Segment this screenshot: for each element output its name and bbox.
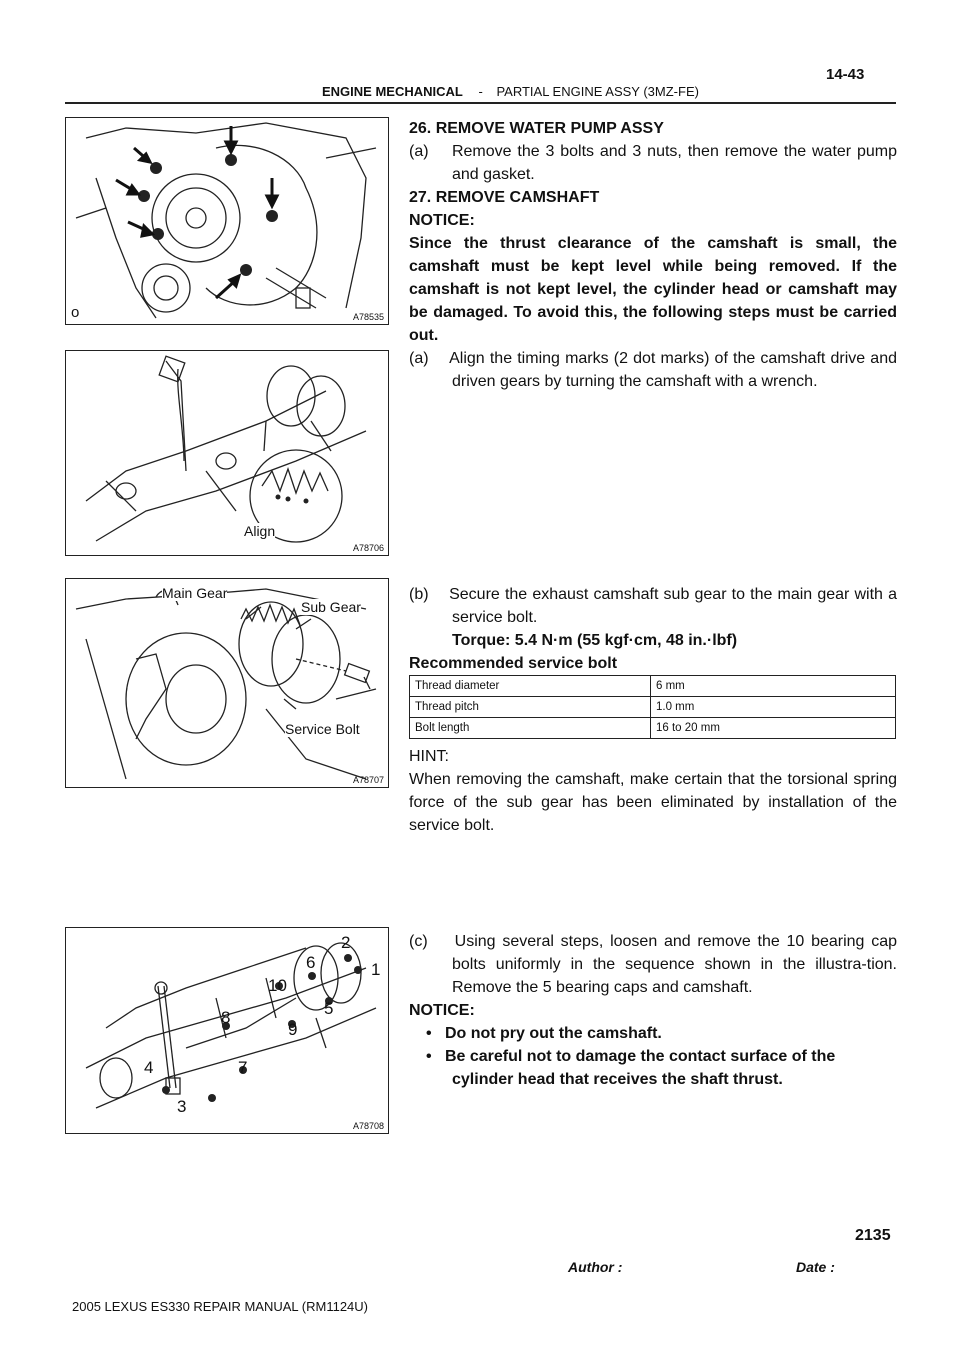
step-26-a: (a) Remove the 3 bolts and 3 nuts, then … (409, 143, 897, 183)
notice-label-2: NOTICE: (409, 1002, 475, 1019)
figure-water-pump: o A78535 (65, 117, 389, 325)
label-service-bolt: Service Bolt (285, 721, 360, 737)
bolt-number-4: 4 (144, 1058, 154, 1077)
bolt-number-8: 8 (221, 1008, 231, 1027)
footer-author: Author : (568, 1259, 623, 1275)
notice-label: NOTICE: (409, 212, 475, 229)
bolt-number-6: 6 (306, 953, 316, 972)
spec-label: Thread diameter (409, 675, 651, 697)
spec-value: 1.0 mm (650, 696, 896, 718)
footer-date: Date : (796, 1259, 835, 1275)
text-block-step-b: (b) Secure the exhaust camshaft sub gear… (409, 583, 897, 675)
step-26-title: 26. REMOVE WATER PUMP ASSY (409, 120, 664, 137)
label-main-gear: Main Gear (162, 585, 228, 601)
notice-bullet-2: • Be careful not to damage the contact s… (426, 1048, 836, 1088)
timing-mark-illustration (85, 355, 367, 543)
footer-manual-title: 2005 LEXUS ES330 REPAIR MANUAL (RM1124U) (72, 1299, 368, 1314)
torque-spec: Torque: 5.4 N·m (55 kgf·cm, 48 in.·lbf) (452, 632, 738, 649)
figure-code: A78535 (352, 312, 384, 322)
page-number: 14-43 (826, 66, 865, 83)
figure-service-bolt: Main Gear Sub Gear Service Bolt A78707 (65, 578, 389, 788)
header-rule (65, 102, 896, 104)
section-dash: - (478, 84, 483, 99)
figure-code: A78706 (352, 543, 384, 553)
bolt-number-3: 3 (177, 1097, 187, 1116)
step-27-c: (c) Using several steps, loosen and remo… (409, 933, 897, 996)
hint-text: When removing the camshaft, make certain… (409, 771, 897, 834)
text-block-step-c: (c) Using several steps, loosen and remo… (409, 930, 897, 1091)
subsection-title: PARTIAL ENGINE ASSY (3MZ-FE) (496, 84, 699, 99)
figure-bolt-sequence: 1 2 3 4 5 6 7 8 9 10 A78708 (65, 927, 389, 1134)
step-27-title: 27. REMOVE CAMSHAFT (409, 189, 600, 206)
figure-mark: o (71, 304, 80, 321)
step-27-b: (b) Secure the exhaust camshaft sub gear… (409, 586, 897, 626)
footer-page-number: 2135 (855, 1227, 891, 1244)
label-sub-gear: Sub Gear (301, 599, 361, 615)
label-align: Align (244, 523, 276, 539)
table-row: Bolt length 16 to 20 mm (409, 717, 896, 739)
table-row: Thread pitch 1.0 mm (409, 696, 896, 718)
notice-bullet-1: • Do not pry out the camshaft. (426, 1025, 662, 1042)
service-bolt-illustration (75, 588, 377, 780)
bolt-number-5: 5 (324, 999, 334, 1018)
figure-code: A78707 (352, 775, 384, 785)
bolt-number-2: 2 (341, 933, 351, 952)
figure-align-timing: Align A78706 (65, 350, 389, 556)
notice-text: Since the thrust clearance of the camsha… (409, 235, 897, 344)
recommended-bolt-title: Recommended service bolt (409, 655, 618, 672)
bolt-sequence-illustration (85, 942, 377, 1109)
text-block-steps: 26. REMOVE WATER PUMP ASSY (a) Remove th… (409, 117, 897, 393)
water-pump-illustration (75, 122, 377, 319)
bolt-number-10: 10 (268, 976, 287, 995)
hint-label: HINT: (409, 748, 449, 765)
spec-value: 6 mm (650, 675, 896, 697)
service-bolt-spec-table: Thread diameter 6 mm Thread pitch 1.0 mm… (409, 675, 896, 739)
step-27-a: (a) Align the timing marks (2 dot marks)… (409, 350, 897, 390)
table-row: Thread diameter 6 mm (409, 675, 896, 697)
bolt-number-9: 9 (288, 1020, 298, 1039)
section-title: ENGINE MECHANICAL (322, 84, 463, 99)
spec-label: Thread pitch (409, 696, 651, 718)
bolt-number-7: 7 (238, 1058, 248, 1077)
text-block-hint: HINT: When removing the camshaft, make c… (409, 745, 897, 837)
spec-value: 16 to 20 mm (650, 717, 896, 739)
spec-label: Bolt length (409, 717, 651, 739)
figure-code: A78708 (352, 1121, 384, 1131)
section-header: ENGINE MECHANICAL - PARTIAL ENGINE ASSY … (322, 84, 699, 99)
bolt-number-1: 1 (371, 960, 381, 979)
